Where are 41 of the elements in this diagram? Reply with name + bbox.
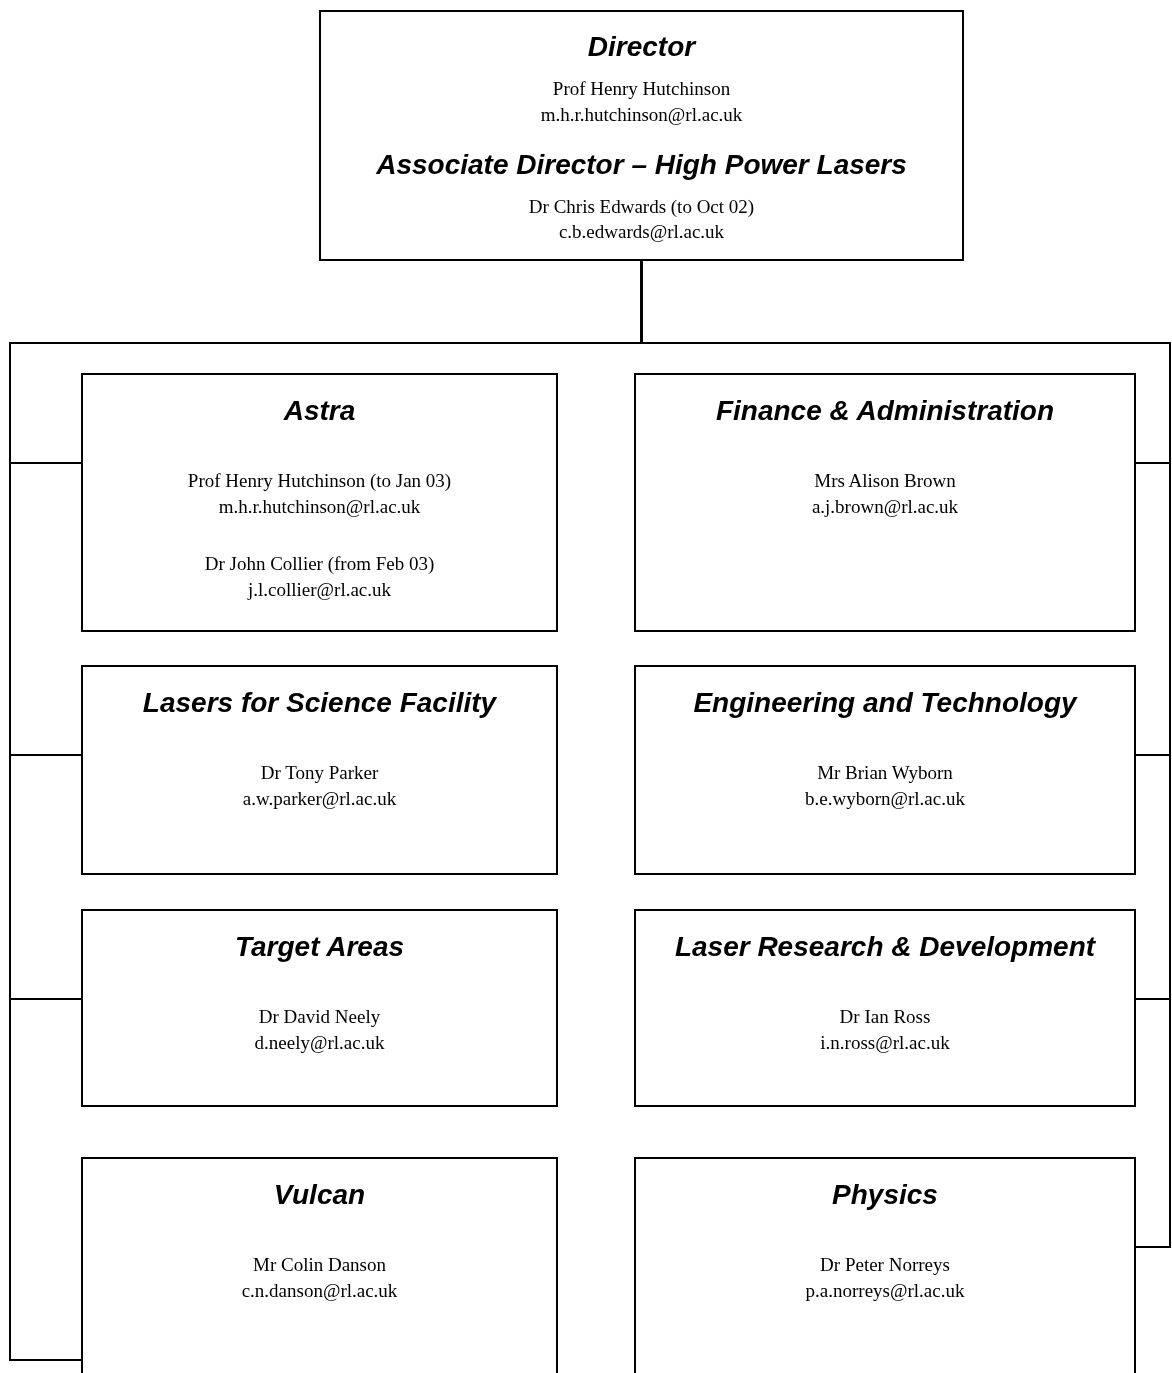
org-unit-box — [634, 373, 1136, 632]
unit-title: Associate Director – High Power Lasers — [375, 149, 908, 181]
email-text: j.l.collier@rl.ac.uk — [246, 579, 393, 601]
unit-title: Finance & Administration — [714, 395, 1056, 427]
unit-title: Astra — [282, 395, 357, 427]
org-unit-box — [81, 665, 558, 875]
email-text: i.n.ross@rl.ac.uk — [819, 1032, 951, 1054]
org-unit-box — [81, 909, 558, 1107]
person-name: Dr Tony Parker — [259, 762, 380, 784]
email-text: c.n.danson@rl.ac.uk — [240, 1280, 399, 1302]
email-text: c.b.edwards@rl.ac.uk — [557, 221, 726, 243]
email-text: m.h.r.hutchinson@rl.ac.uk — [217, 496, 422, 518]
org-unit-box — [634, 909, 1136, 1107]
org-unit-box — [319, 10, 964, 261]
email-text: b.e.wyborn@rl.ac.uk — [804, 788, 966, 810]
org-unit-box — [81, 1157, 558, 1373]
email-text: p.a.norreys@rl.ac.uk — [804, 1280, 966, 1302]
email-text: a.w.parker@rl.ac.uk — [241, 788, 398, 810]
unit-title: Target Areas — [233, 931, 406, 963]
unit-title: Director — [586, 31, 698, 63]
unit-title: Lasers for Science Facility — [141, 687, 498, 719]
person-name: Mrs Alison Brown — [813, 470, 957, 492]
person-name: Dr Peter Norreys — [819, 1254, 951, 1276]
email-text: a.j.brown@rl.ac.uk — [810, 496, 960, 518]
org-unit-box — [81, 373, 558, 632]
person-name: Dr Ian Ross — [838, 1006, 932, 1028]
unit-title: Laser Research & Development — [673, 931, 1097, 963]
unit-title: Engineering and Technology — [692, 687, 1079, 719]
unit-title: Vulcan — [272, 1179, 367, 1211]
person-name: Dr John Collier (from Feb 03) — [203, 553, 436, 575]
person-name: Prof Henry Hutchinson — [551, 78, 732, 100]
email-text: m.h.r.hutchinson@rl.ac.uk — [539, 104, 744, 126]
person-name: Dr Chris Edwards (to Oct 02) — [527, 196, 756, 218]
unit-title: Physics — [831, 1179, 939, 1211]
person-name: Mr Brian Wyborn — [816, 762, 954, 784]
email-text: d.neely@rl.ac.uk — [253, 1032, 386, 1054]
person-name: Prof Henry Hutchinson (to Jan 03) — [186, 470, 453, 492]
person-name: Mr Colin Danson — [252, 1254, 387, 1276]
person-name: Dr David Neely — [257, 1006, 382, 1028]
org-unit-box — [634, 665, 1136, 875]
org-unit-box — [634, 1157, 1136, 1373]
